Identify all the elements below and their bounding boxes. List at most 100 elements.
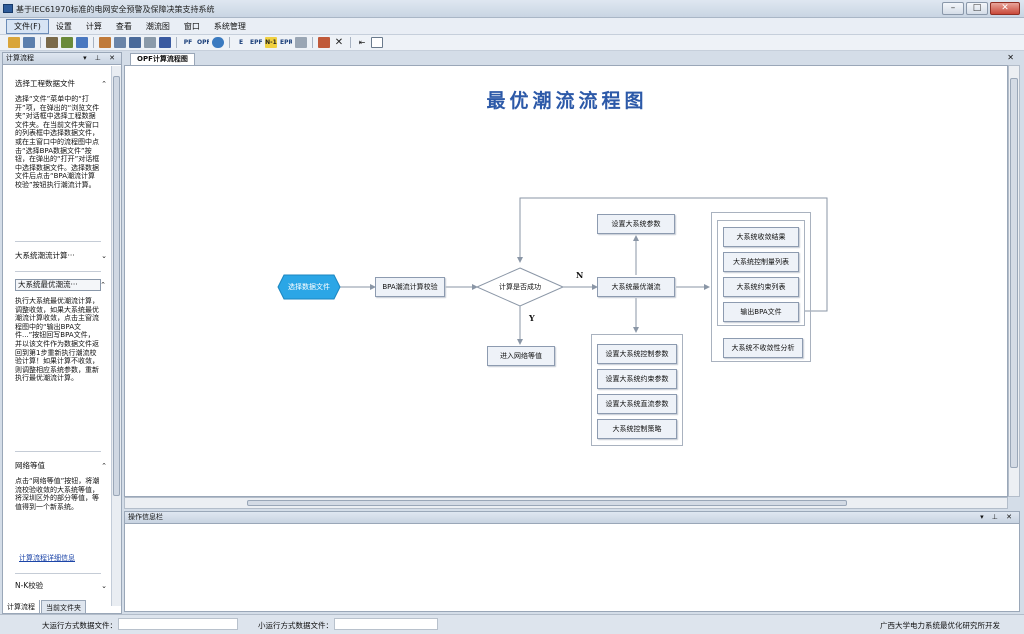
toolbar-separator — [312, 37, 313, 48]
info-icon[interactable] — [159, 37, 171, 48]
bpa-check-button[interactable]: BPA潮流计算校验 — [375, 277, 445, 297]
save-icon[interactable] — [23, 37, 35, 48]
control-strategy-button[interactable]: 大系统控制策略 — [597, 419, 677, 439]
edit-icon[interactable] — [99, 37, 111, 48]
delete-icon[interactable]: ✕ — [334, 37, 344, 48]
toolbar-separator — [350, 37, 351, 48]
developer-credit: 广西大学电力系统最优化研究所开发 — [880, 621, 1000, 630]
section-select-data: 选择工程数据文件⌃ 选择“文件”菜单中的“打开”项，在弹出的“浏览文件夹”对话框… — [15, 79, 107, 190]
menu-system-admin[interactable]: 系统管理 — [213, 21, 246, 31]
panel-header: 计算流程 ▾ ⊥ ✕ — [3, 53, 121, 65]
set-control-params-button[interactable]: 设置大系统控制参数 — [597, 344, 677, 364]
menu-flow-diagram[interactable]: 潮流图 — [145, 21, 170, 31]
control-list-button[interactable]: 大系统控制量列表 — [723, 252, 799, 272]
outputs-outer-frame — [711, 212, 811, 362]
panel-controls[interactable]: ▾ ⊥ ✕ — [83, 54, 118, 62]
panel-controls[interactable]: ▾ ⊥ ✕ — [980, 513, 1015, 521]
chevron-up-icon[interactable]: ⌃ — [101, 80, 107, 88]
toolbar-separator — [176, 37, 177, 48]
set-dc-params-button[interactable]: 设置大系统直流参数 — [597, 394, 677, 414]
chevron-down-icon[interactable]: ⌄ — [101, 252, 107, 260]
epr-button[interactable]: EPR — [280, 39, 292, 46]
window-title: 基于IEC61970标准的电网安全预警及保障决策支持系统 — [16, 5, 215, 14]
small-mode-label: 小运行方式数据文件： — [258, 621, 333, 630]
tab-calculation-flow[interactable]: 计算流程 — [2, 600, 40, 614]
section-title[interactable]: N-K校验⌄ — [15, 581, 107, 590]
scrollbar-thumb[interactable] — [247, 500, 847, 506]
panel-header: 操作信息栏 ▾ ⊥ ✕ — [125, 512, 1019, 524]
close-button[interactable]: ✕ — [990, 2, 1020, 15]
constraint-list-button[interactable]: 大系统约束列表 — [723, 277, 799, 297]
divider — [15, 271, 101, 272]
section-body: 点击“网络等值”按钮，将潮流校验收敛的大系统等值，将深圳区外的部分等值，等值得到… — [15, 477, 100, 511]
set-system-params-button[interactable]: 设置大系统参数 — [597, 214, 675, 234]
list-icon[interactable] — [295, 37, 307, 48]
menu-calculate[interactable]: 计算 — [85, 21, 102, 31]
section-title[interactable]: 选择工程数据文件⌃ — [15, 79, 107, 88]
document-tabstrip: OPF计算流程图 ✕ — [124, 52, 1020, 65]
outputs-inner-frame — [717, 220, 805, 326]
pf-button[interactable]: PF — [183, 39, 193, 46]
section-title[interactable]: 网络等值⌃ — [15, 461, 107, 470]
section-title[interactable]: 大系统潮流计算···⌄ — [15, 251, 107, 260]
tab-current-folder[interactable]: 当前文件夹 — [41, 600, 86, 614]
label-yes: Y — [529, 313, 535, 323]
select-data-file-button[interactable]: 选择数据文件 — [288, 283, 330, 291]
scrollbar-thumb[interactable] — [113, 76, 120, 496]
scrollbar-thumb[interactable] — [1010, 78, 1018, 468]
label-no: N — [576, 270, 584, 280]
tab-opf-flowchart[interactable]: OPF计算流程图 — [130, 53, 195, 65]
n1-button[interactable]: N-1 — [265, 37, 277, 48]
menu-view[interactable]: 查看 — [115, 21, 132, 31]
network-equivalent-button[interactable]: 进入网络等值 — [487, 346, 555, 366]
opf-button[interactable]: OPF — [197, 39, 209, 46]
table-icon[interactable] — [144, 37, 156, 48]
globe-icon[interactable] — [212, 37, 224, 48]
output-bpa-file-button[interactable]: 输出BPA文件 — [723, 302, 799, 322]
properties-icon[interactable] — [114, 37, 126, 48]
home-icon[interactable] — [46, 37, 58, 48]
title-bar: 基于IEC61970标准的电网安全预警及保障决策支持系统 – □ ✕ — [0, 0, 1024, 18]
system-opf-button[interactable]: 大系统最优潮流 — [597, 277, 675, 297]
open-folder-icon[interactable] — [8, 37, 20, 48]
app-icon — [3, 4, 13, 13]
people-icon[interactable] — [318, 37, 330, 48]
divider — [15, 573, 101, 574]
refresh-icon[interactable] — [61, 37, 73, 48]
network-icon[interactable] — [76, 37, 88, 48]
toolbar-separator — [40, 37, 41, 48]
minimize-button[interactable]: – — [942, 2, 964, 15]
canvas-vertical-scrollbar[interactable] — [1008, 65, 1020, 497]
divider — [15, 241, 101, 242]
e-button[interactable]: E — [238, 39, 244, 46]
calculation-flow-panel: 计算流程 ▾ ⊥ ✕ 选择工程数据文件⌃ 选择“文件”菜单中的“打开”项，在弹出… — [2, 52, 122, 614]
toolbar-separator — [93, 37, 94, 48]
section-body: 选择“文件”菜单中的“打开”项，在弹出的“浏览文件夹”对话框中选择工程数据文件夹… — [15, 95, 100, 189]
window-controls: – □ ✕ — [942, 2, 1020, 15]
maximize-button[interactable]: □ — [966, 2, 988, 15]
large-mode-label: 大运行方式数据文件： — [42, 621, 117, 630]
status-bar: 大运行方式数据文件： 小运行方式数据文件： 广西大学电力系统最优化研究所开发 — [0, 614, 1024, 634]
canvas-horizontal-scrollbar[interactable] — [124, 497, 1008, 509]
panel-scrollbar[interactable] — [111, 66, 121, 606]
menu-settings[interactable]: 设置 — [55, 21, 72, 31]
menu-file[interactable]: 文件(F) — [6, 18, 49, 34]
section-large-system-pf: 大系统潮流计算···⌄ — [15, 251, 107, 261]
close-icon[interactable]: ✕ — [1007, 53, 1014, 62]
details-link[interactable]: 计算流程详细信息 — [19, 554, 75, 562]
menu-window[interactable]: 窗口 — [183, 21, 200, 31]
chevron-up-icon[interactable]: ⌃ — [101, 462, 107, 470]
set-constraint-params-button[interactable]: 设置大系统约束参数 — [597, 369, 677, 389]
convergence-results-button[interactable]: 大系统收敛结果 — [723, 227, 799, 247]
grid-icon[interactable] — [129, 37, 141, 48]
non-convergence-analysis-button[interactable]: 大系统不收敛性分析 — [723, 338, 803, 358]
epf-button[interactable]: EPF — [250, 39, 262, 46]
toolbar: PF OPF E EPF N-1 EPR ✕ ⇤ — [0, 35, 1024, 51]
chevron-down-icon[interactable]: ⌄ — [101, 582, 107, 590]
flowchart-title: 最优潮流流程图 — [486, 90, 648, 112]
back-icon[interactable]: ⇤ — [358, 38, 366, 47]
chevron-up-icon[interactable]: ⌃ — [100, 281, 106, 289]
section-title[interactable]: 大系统最优潮流···⌃ — [15, 279, 106, 291]
divider — [15, 451, 101, 452]
window-icon[interactable] — [371, 37, 383, 48]
